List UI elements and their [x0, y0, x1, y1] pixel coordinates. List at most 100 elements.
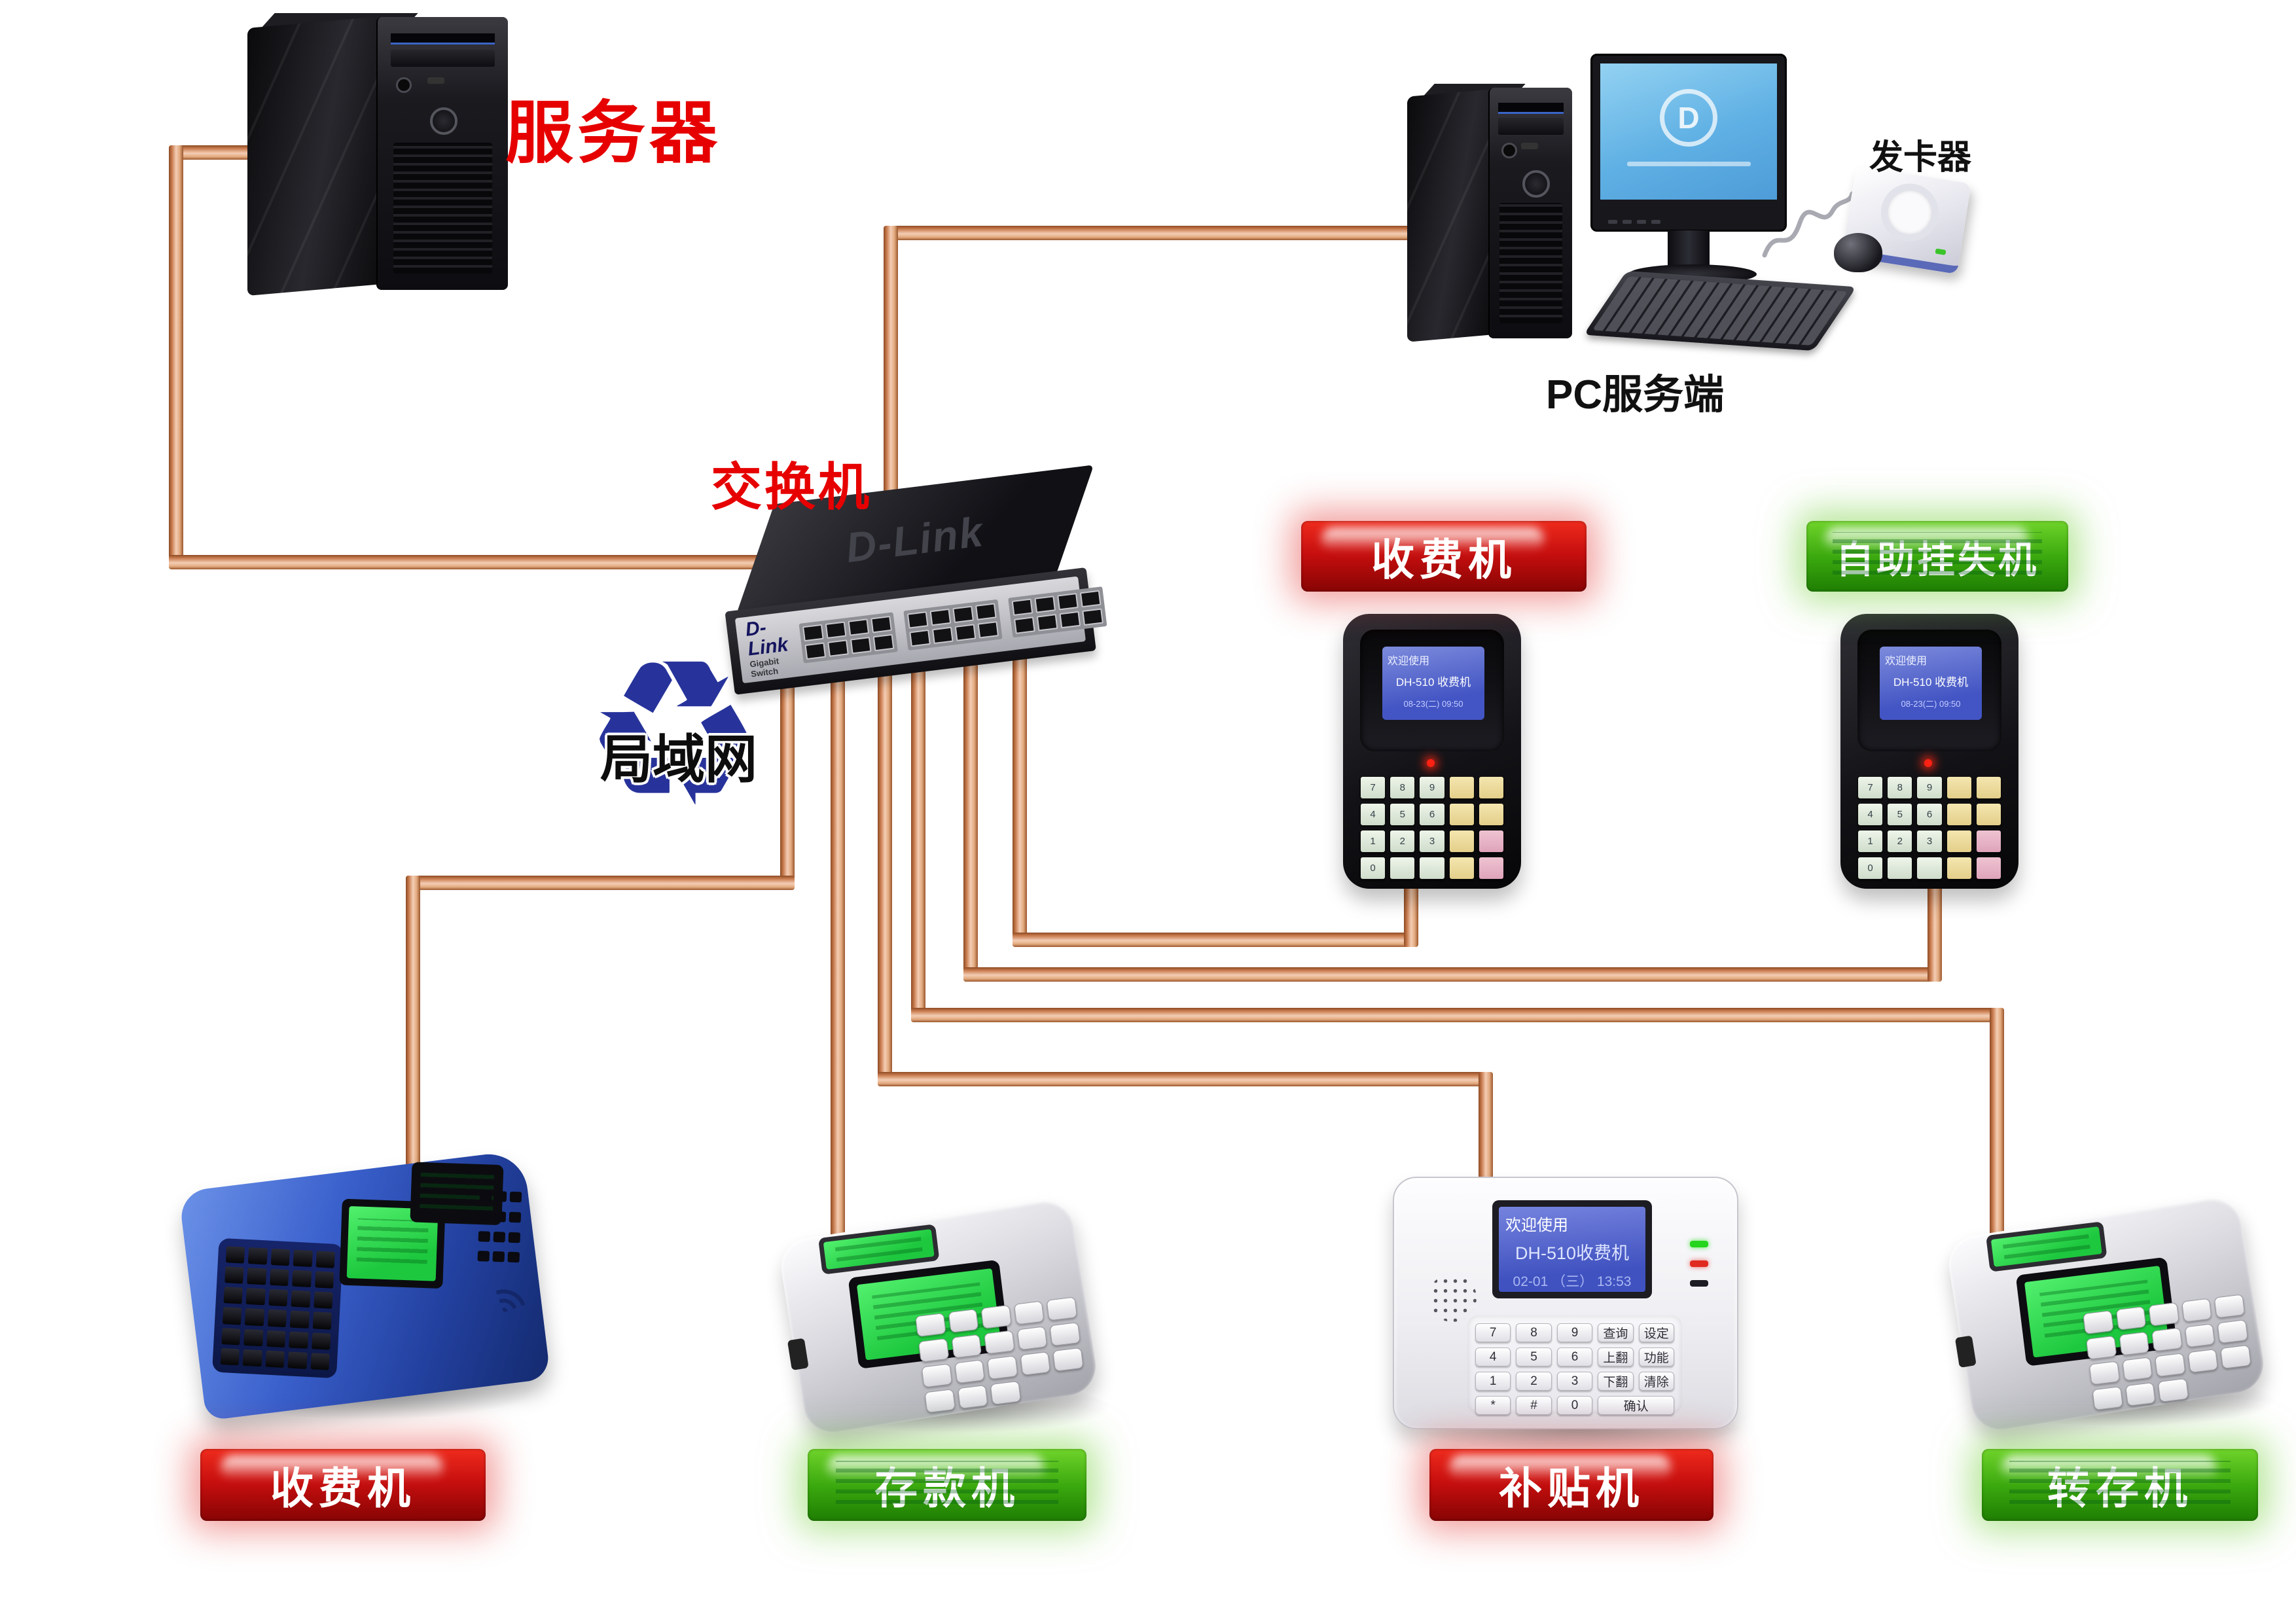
- keypad-key[interactable]: [2155, 1353, 2186, 1378]
- keypad-key[interactable]: 3: [1556, 1372, 1593, 1391]
- keypad-key[interactable]: 5: [1887, 803, 1913, 826]
- keypad-key[interactable]: [1946, 830, 1972, 853]
- keypad-key[interactable]: [951, 1334, 982, 1359]
- keypad-key[interactable]: [2092, 1386, 2123, 1411]
- keypad-key[interactable]: [1975, 776, 2001, 799]
- keypad-key[interactable]: [224, 1266, 244, 1284]
- keypad-key[interactable]: 6: [1419, 803, 1445, 826]
- keypad-key[interactable]: [293, 1249, 313, 1268]
- keypad-key[interactable]: 2: [1887, 830, 1913, 853]
- keypad-key[interactable]: [1975, 803, 2001, 826]
- keypad-key[interactable]: [915, 1313, 946, 1338]
- keypad-key[interactable]: [1946, 776, 1972, 799]
- keypad-key[interactable]: [2083, 1310, 2114, 1335]
- keypad-key[interactable]: 8: [1516, 1323, 1552, 1342]
- keypad-key[interactable]: [1478, 776, 1504, 799]
- keypad-key[interactable]: [268, 1289, 288, 1307]
- keypad-key[interactable]: 设定: [1638, 1323, 1674, 1342]
- keypad-key[interactable]: 8: [1390, 776, 1416, 799]
- keypad-key[interactable]: [266, 1330, 286, 1347]
- keypad-key[interactable]: 下翻: [1598, 1372, 1634, 1391]
- keypad-key[interactable]: [924, 1389, 956, 1414]
- keypad-key[interactable]: [918, 1338, 950, 1363]
- keypad-key[interactable]: [493, 1231, 506, 1243]
- keypad-key[interactable]: 9: [1916, 776, 1943, 799]
- keypad-key[interactable]: 确认: [1598, 1396, 1674, 1415]
- keypad-key[interactable]: [987, 1355, 1018, 1380]
- keypad-key[interactable]: [2151, 1327, 2183, 1352]
- keypad-key[interactable]: [1946, 857, 1972, 880]
- keypad-key[interactable]: 查询: [1598, 1323, 1634, 1342]
- keypad-key[interactable]: 1: [1360, 830, 1386, 853]
- keypad-key[interactable]: [980, 1304, 1012, 1329]
- keypad-key[interactable]: [270, 1248, 291, 1266]
- keypad-key[interactable]: [990, 1380, 1022, 1405]
- keypad-key[interactable]: [1013, 1300, 1045, 1325]
- keypad-key[interactable]: [478, 1210, 492, 1222]
- keypad-key[interactable]: 0: [1857, 857, 1884, 880]
- keypad-key[interactable]: [1478, 830, 1504, 853]
- keypad-key[interactable]: [289, 1310, 310, 1329]
- keypad-key[interactable]: [1916, 857, 1943, 880]
- keypad-key[interactable]: 4: [1360, 803, 1386, 826]
- keypad-key[interactable]: [984, 1330, 1015, 1355]
- keypad-key[interactable]: 功能: [1638, 1347, 1674, 1366]
- keypad-key[interactable]: [1478, 857, 1504, 880]
- keypad-key[interactable]: [1020, 1351, 1051, 1376]
- keypad-key[interactable]: [1016, 1326, 1048, 1351]
- keypad-key[interactable]: [245, 1288, 266, 1306]
- keypad-key[interactable]: 4: [1857, 803, 1884, 826]
- keypad-key[interactable]: [315, 1251, 335, 1269]
- keypad-key[interactable]: 0: [1360, 857, 1386, 880]
- keypad-key[interactable]: 2: [1390, 830, 1416, 853]
- keypad-key[interactable]: [247, 1268, 267, 1285]
- keypad-key[interactable]: [292, 1270, 312, 1288]
- keypad-key[interactable]: [221, 1327, 241, 1346]
- keypad-key[interactable]: [269, 1268, 289, 1287]
- keypad-key[interactable]: [509, 1211, 522, 1223]
- keypad-key[interactable]: [248, 1247, 268, 1265]
- keypad-key[interactable]: 清除: [1638, 1372, 1674, 1391]
- keypad-key[interactable]: [314, 1271, 334, 1289]
- keypad-key[interactable]: [2125, 1382, 2156, 1407]
- keypad-key[interactable]: [507, 1251, 520, 1263]
- keypad-key[interactable]: [2148, 1302, 2179, 1327]
- keypad-key[interactable]: [1448, 776, 1475, 799]
- keypad-key[interactable]: 上翻: [1598, 1347, 1634, 1366]
- keypad-key[interactable]: [265, 1350, 285, 1368]
- keypad-key[interactable]: [225, 1246, 245, 1264]
- keypad-key[interactable]: [2220, 1344, 2251, 1369]
- keypad-key[interactable]: 5: [1390, 803, 1416, 826]
- keypad-key[interactable]: [222, 1307, 242, 1325]
- keypad-key[interactable]: [1047, 1296, 1078, 1321]
- keypad-key[interactable]: 7: [1475, 1323, 1511, 1342]
- keypad-key[interactable]: 1: [1857, 830, 1884, 853]
- keypad-key[interactable]: [287, 1351, 308, 1369]
- keypad-key[interactable]: #: [1516, 1396, 1552, 1415]
- keypad-key[interactable]: [509, 1191, 522, 1203]
- keypad-key[interactable]: [223, 1287, 243, 1305]
- keypad-key[interactable]: [1052, 1347, 1084, 1372]
- keypad-key[interactable]: [477, 1251, 490, 1262]
- keypad-key[interactable]: [508, 1232, 521, 1243]
- keypad-key[interactable]: [310, 1353, 330, 1370]
- keypad-key[interactable]: 3: [1419, 830, 1445, 853]
- keypad-key[interactable]: 7: [1360, 776, 1386, 799]
- keypad-key[interactable]: [921, 1363, 952, 1388]
- keypad-key[interactable]: 2: [1516, 1372, 1552, 1391]
- keypad-key[interactable]: [1448, 830, 1475, 853]
- keypad-key[interactable]: [478, 1230, 491, 1242]
- keypad-key[interactable]: 6: [1556, 1347, 1593, 1366]
- keypad-key[interactable]: [2085, 1335, 2117, 1360]
- keypad-key[interactable]: [2214, 1294, 2246, 1319]
- keypad-key[interactable]: [1390, 857, 1416, 880]
- keypad-key[interactable]: [291, 1290, 311, 1308]
- keypad-key[interactable]: 3: [1916, 830, 1943, 853]
- keypad-key[interactable]: [1448, 857, 1475, 880]
- keypad-key[interactable]: *: [1475, 1396, 1511, 1415]
- keypad-key[interactable]: [954, 1359, 986, 1384]
- keypad-key[interactable]: [494, 1190, 507, 1202]
- keypad-key[interactable]: [1975, 857, 2001, 880]
- keypad-key[interactable]: [1448, 803, 1475, 826]
- keypad-key[interactable]: 0: [1556, 1396, 1593, 1415]
